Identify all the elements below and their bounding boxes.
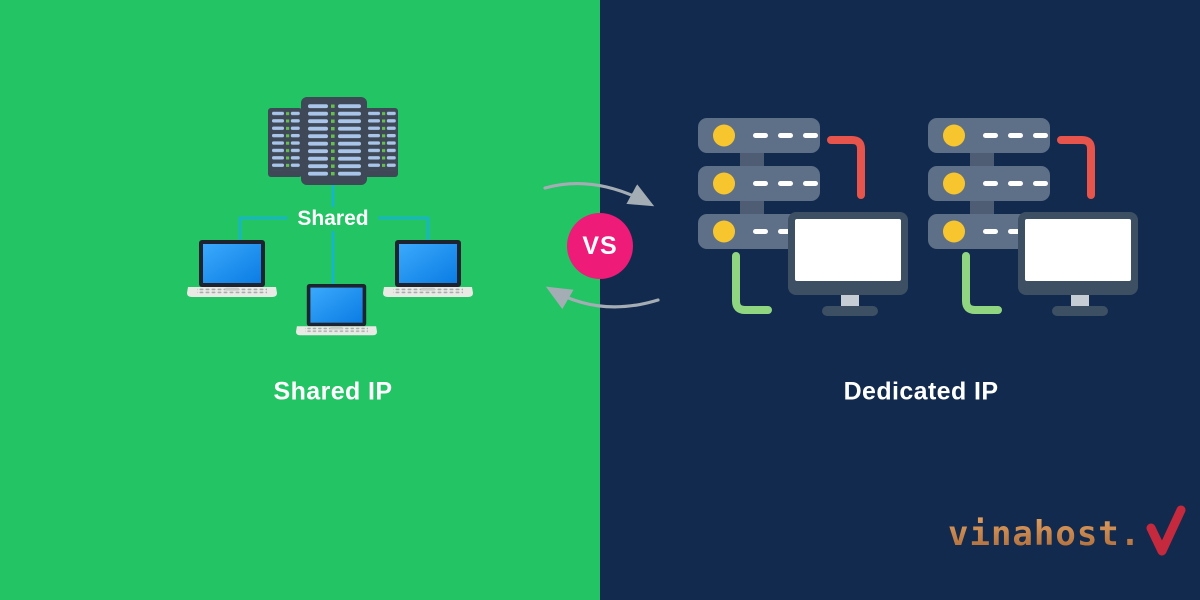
vinahost-logo-text: vinahost. (948, 508, 1141, 560)
dedicated-ip-heading: Dedicated IP (843, 377, 999, 406)
vs-badge: VS (567, 213, 633, 279)
shared-ip-heading: Shared IP (273, 377, 393, 406)
vinahost-check-icon (1146, 505, 1186, 556)
dedicated-ip-panel (600, 0, 1200, 600)
laptop-icon (187, 240, 277, 297)
dedicated-server-icon (698, 118, 908, 316)
shared-connector-label: Shared (287, 207, 379, 231)
dedicated-server-icon (928, 118, 1138, 316)
vinahost-logo: vinahost. (948, 505, 1189, 560)
swap-arrows-icon (543, 182, 660, 310)
laptop-icon (383, 240, 473, 297)
shared-ip-panel (0, 0, 600, 600)
laptop-icon (296, 284, 377, 336)
vs-badge-label: VS (582, 231, 618, 260)
server-rack-icon (268, 97, 398, 185)
